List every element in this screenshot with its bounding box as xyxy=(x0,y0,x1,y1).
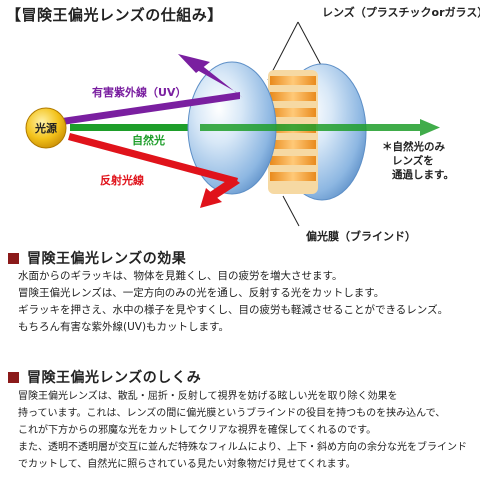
uv-label: 有害紫外線（UV） xyxy=(92,85,186,99)
mechanism-line: これが下方からの邪魔な光をカットしてクリアな視界を確保してくれるのです。 xyxy=(18,425,377,436)
natural-light-ray xyxy=(70,124,200,131)
pass-note: ＊自然光のみ レンズを 通過します。 xyxy=(382,140,454,181)
note-line-3: 通過します。 xyxy=(392,168,454,181)
mechanism-line: また、透明不透明層が交互に並んだ特殊なフィルムにより、上下・斜め方向の余分な光を… xyxy=(18,442,467,453)
effect-line: 水面からのギラッキは、物体を見難くし、目の疲労を増大させます。 xyxy=(18,270,343,282)
light-source-label: 光源 xyxy=(34,121,57,135)
reflected-ray xyxy=(68,133,240,208)
film-label: 偏光膜（ブラインド） xyxy=(306,229,416,243)
polarized-lens-diagram: レンズ（プラスチックorガラス） 光源 有害紫外線（UV） 自然光 反射光 xyxy=(25,5,480,243)
mechanism-line: でカットして、自然光に照らされている見たい対象物だけ見せてくれます。 xyxy=(18,459,356,470)
mechanism-line: 冒険王偏光レンズは、散乱・屈折・反射して視界を妨げる眩しい光を取り除く効果を xyxy=(18,391,398,402)
light-source xyxy=(25,107,67,149)
natural-light-pass xyxy=(200,119,440,136)
effect-heading: 冒険王偏光レンズの効果 xyxy=(8,248,186,268)
heading-marker xyxy=(8,372,19,383)
mechanism-line: 持っています。これは、レンズの間に偏光膜というブラインドの役目を持つものを挟み込… xyxy=(18,408,446,419)
effect-heading-text: 冒険王偏光レンズの効果 xyxy=(27,251,187,267)
effect-line: もちろん有害な紫外線(UV)もカットします。 xyxy=(18,321,230,333)
page-title: 【冒険王偏光レンズの仕組み】 xyxy=(6,6,223,24)
mechanism-heading-text: 冒険王偏光レンズのしくみ xyxy=(27,370,202,386)
uv-ray xyxy=(62,54,243,125)
mechanism-heading: 冒険王偏光レンズのしくみ xyxy=(8,367,201,387)
effect-line: 冒険王偏光レンズは、一定方向のみの光を通し、反射する光をカットします。 xyxy=(18,287,385,299)
note-line-2: レンズを xyxy=(392,154,434,167)
heading-marker xyxy=(8,253,19,264)
effect-line: ギラッキを押さえ、水中の様子を見やすくし、目の疲労も軽減させることができるレンズ… xyxy=(18,304,449,316)
lens-label: レンズ（プラスチックorガラス） xyxy=(322,5,480,19)
note-line-1: ＊自然光のみ xyxy=(382,140,445,153)
polarizing-film xyxy=(268,70,318,194)
reflected-light-label: 反射光線 xyxy=(100,173,144,187)
effect-paragraph: 水面からのギラッキは、物体を見難くし、目の疲労を増大させます。 冒険王偏光レンズ… xyxy=(18,268,448,336)
film-pointer-line xyxy=(282,195,300,227)
natural-light-label: 自然光 xyxy=(132,133,165,147)
mechanism-paragraph: 冒険王偏光レンズは、散乱・屈折・反射して視界を妨げる眩しい光を取り除く効果を 持… xyxy=(18,388,467,473)
